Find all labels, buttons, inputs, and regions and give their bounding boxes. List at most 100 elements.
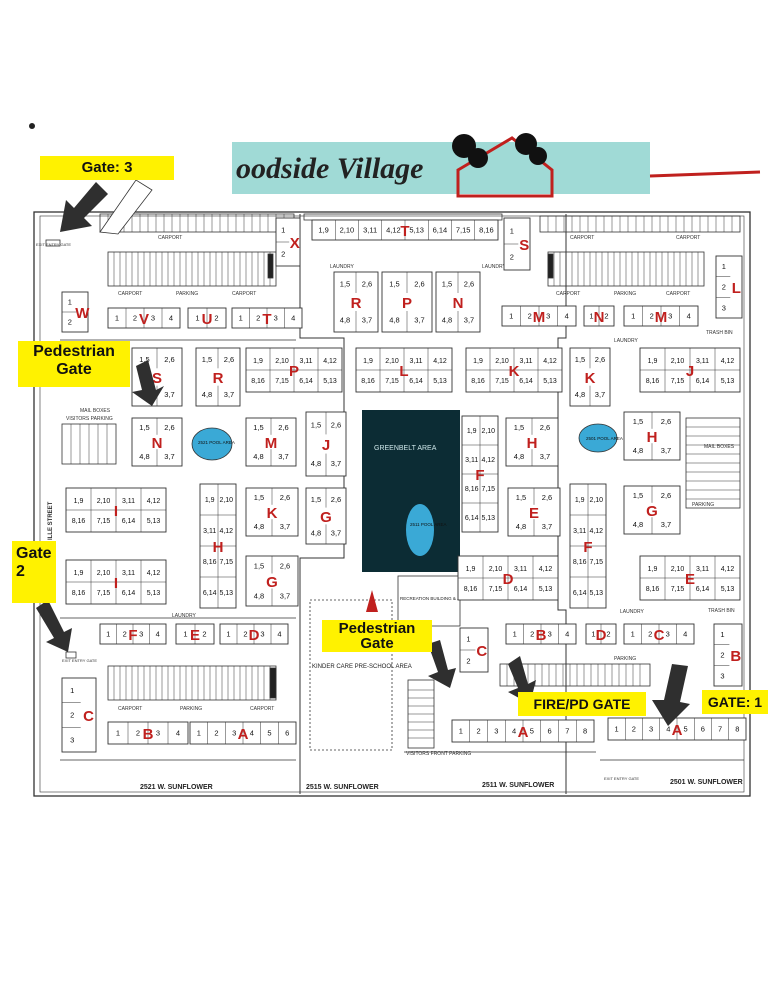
unit-number: 3,11 — [573, 528, 586, 535]
building-letter: H — [647, 429, 658, 446]
unit-number: 1,9 — [648, 566, 658, 573]
building-letter: K — [585, 370, 596, 387]
unit-number: 4,8 — [253, 452, 263, 461]
building-letter: D — [596, 627, 607, 644]
unit-number: 1,5 — [253, 423, 263, 432]
unit-number: 3 — [139, 630, 143, 639]
exit-gate-label: EXIT ENTRY GATE — [36, 242, 71, 247]
unit-number: 3 — [720, 671, 724, 680]
building-letter: C — [476, 643, 487, 660]
unit-number: 5 — [267, 729, 271, 738]
fire-pd-gate-callout: FIRE/PD GATE — [518, 692, 646, 716]
unit-number: 1,5 — [633, 491, 643, 500]
unit-number: 4 — [156, 630, 160, 639]
unit-number: 4,12 — [147, 498, 161, 505]
unit-number: 2 — [133, 314, 137, 323]
unit-number: 8,16 — [361, 378, 375, 385]
unit-number: 3,7 — [280, 592, 290, 601]
unit-number: 3 — [274, 314, 278, 323]
unit-number: 3 — [232, 729, 236, 738]
exit-gate-box — [65, 651, 77, 659]
parking-label: PARKING — [614, 291, 636, 297]
unit-number: 2,10 — [97, 570, 111, 577]
laundry-label: LAUNDRY — [620, 609, 644, 615]
unit-number: 1 — [509, 312, 513, 321]
gate2-arrow-icon — [36, 600, 72, 652]
unit-number: 4,12 — [147, 570, 161, 577]
building-letter: N — [594, 309, 605, 326]
unit-number: 5,13 — [147, 590, 161, 597]
building-letter: E — [529, 505, 539, 522]
unit-number: 7 — [565, 727, 569, 736]
unit-number: 4,12 — [386, 226, 401, 235]
unit-number: 1 — [722, 262, 726, 271]
unit-number: 1 — [239, 314, 243, 323]
unit-number: 6,14 — [409, 378, 423, 385]
unit-number: 2 — [281, 250, 285, 259]
unit-number: 8,16 — [251, 378, 265, 385]
exit-gate-box — [45, 239, 61, 247]
greenbelt: GREENBELT AREA 2511 POOL AREA — [362, 410, 460, 572]
unit-number: 2 — [256, 314, 260, 323]
building-s-top: 12S — [503, 217, 531, 271]
unit-number: 3,11 — [363, 226, 377, 235]
unit-number: 1 — [510, 227, 514, 236]
unit-number: 2,10 — [671, 358, 685, 365]
building-letter: P — [289, 363, 299, 380]
small-labels: CARPORT CARPORT PARKING CARPORT CARPORT … — [36, 235, 735, 781]
building-letter: S — [519, 237, 529, 254]
unit-number: 2,10 — [481, 428, 495, 435]
unit-number: 2 — [123, 630, 127, 639]
unit-number: 8,16 — [72, 518, 86, 525]
street-2515: 2515 W. SUNFLOWER — [306, 784, 379, 791]
building-letter: K — [509, 363, 520, 380]
unit-number: 5,13 — [409, 226, 424, 235]
unit-number: 3 — [666, 630, 670, 639]
building-letter: T — [400, 223, 409, 240]
unit-number: 2 — [722, 283, 726, 292]
unit-number: 3,11 — [696, 566, 709, 573]
unit-number: 3 — [260, 630, 264, 639]
unit-number: 2,6 — [280, 562, 290, 571]
unit-number: 1,5 — [139, 355, 149, 364]
unit-number: 2,6 — [595, 355, 605, 364]
unit-number: 3,7 — [164, 390, 174, 399]
unit-number: 4 — [687, 312, 691, 321]
building-letter: F — [475, 467, 484, 484]
unit-number: 4,8 — [311, 528, 321, 537]
unit-number: 8,16 — [464, 586, 478, 593]
unit-number: 2 — [650, 312, 654, 321]
building-letter: A — [672, 722, 683, 739]
unit-number: 2,6 — [331, 420, 341, 429]
unit-number: 3,7 — [362, 316, 372, 325]
building-letter: G — [266, 574, 278, 591]
unit-number: 1,5 — [311, 420, 321, 429]
unit-number: 1,9 — [253, 358, 263, 365]
exit-gate-label: EXIT ENTRY GATE — [62, 658, 97, 663]
unit-number: 6,14 — [299, 378, 313, 385]
parking-label: PARKING — [614, 656, 636, 662]
unit-number: 1,5 — [139, 423, 149, 432]
unit-number: 5,13 — [481, 515, 495, 522]
unit-number: 8,16 — [203, 559, 217, 566]
unit-number: 5,13 — [721, 378, 735, 385]
unit-number: 2,10 — [589, 497, 603, 504]
unit-number: 6,14 — [696, 586, 710, 593]
unit-number: 5,13 — [433, 378, 447, 385]
visitors-front-label: VISITORS FRONT PARKING — [406, 751, 471, 757]
unit-number: 1,5 — [254, 562, 264, 571]
unit-number: 4,8 — [442, 316, 452, 325]
unit-number: 1,9 — [575, 497, 585, 504]
unit-number: 2,10 — [671, 566, 685, 573]
